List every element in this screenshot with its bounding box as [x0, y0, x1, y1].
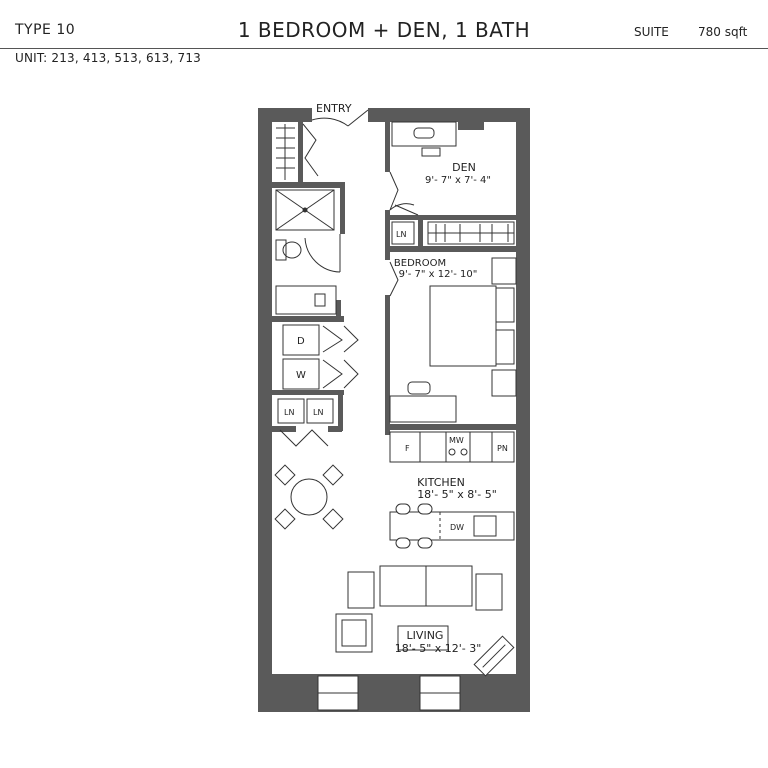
- plan-type: TYPE 10: [15, 22, 76, 38]
- nightstand-top: [491, 257, 517, 285]
- side-table-right: [475, 573, 503, 611]
- bath-south-wall: [272, 316, 344, 322]
- linen-label-1: LN: [284, 408, 294, 417]
- den-south-wall: [390, 215, 516, 220]
- dining-table: [274, 464, 344, 530]
- bedroom-north-wall: [390, 246, 516, 252]
- living-furniture: [335, 565, 515, 677]
- kitchen: [389, 431, 515, 549]
- bedroom-chair: [407, 381, 431, 395]
- exterior-walls: [258, 108, 530, 712]
- bath-east-wall: [340, 182, 345, 234]
- bed: [429, 285, 497, 367]
- shower: [275, 189, 335, 231]
- pillow-1: [495, 287, 515, 323]
- sink: [314, 293, 326, 307]
- linen-east-wall: [338, 395, 343, 431]
- bedroom-desk: [389, 395, 457, 423]
- laundry: [282, 324, 359, 390]
- plan-title: 1 BEDROOM + DEN, 1 BATH: [237, 18, 531, 42]
- interior-walls: [272, 122, 516, 435]
- toilet-tank: [275, 239, 287, 261]
- den-name: DEN: [452, 161, 476, 174]
- den-dims: 9'- 7" x 7'- 4": [425, 175, 491, 186]
- linen-closets: [277, 398, 334, 447]
- range: [445, 431, 471, 463]
- den-west-wall-lower: [385, 210, 390, 260]
- nightstand-bottom: [491, 369, 517, 397]
- tv-console: [473, 635, 515, 677]
- living-name: LIVING: [407, 629, 444, 642]
- fridge-label: F: [405, 444, 410, 453]
- den-chair-back: [421, 147, 441, 157]
- bath-door-swing: [304, 237, 341, 273]
- vanity: [275, 285, 337, 315]
- side-table-left: [347, 571, 375, 609]
- suite-area: 780 sqft: [698, 25, 748, 39]
- bedroom-west-wall: [385, 295, 390, 435]
- den-furniture: [389, 121, 457, 211]
- north-wall-right: [368, 108, 530, 122]
- north-wall-left: [258, 108, 312, 122]
- living-dims: 18'- 5" x 12'- 3": [395, 642, 482, 655]
- bedroom-south-wall: [385, 424, 516, 430]
- bedroom-closet: [391, 221, 515, 245]
- bath-north-wall: [272, 182, 344, 188]
- closet-wall: [298, 122, 303, 182]
- bedroom-furniture: [389, 257, 517, 423]
- bath-door-stop: [336, 300, 341, 320]
- bedroom-name: BEDROOM: [394, 258, 446, 269]
- kitchen-sink: [473, 515, 497, 537]
- entry-door: [311, 109, 369, 127]
- header-bar: TYPE 10 1 BEDROOM + DEN, 1 BATH SUITE 78…: [0, 0, 768, 49]
- hall-wall-b: [328, 426, 342, 432]
- entry-closet: [276, 123, 319, 180]
- toilet-bowl: [282, 241, 302, 259]
- laundry-south-wall: [272, 390, 344, 395]
- linen-label-3: LN: [396, 230, 406, 239]
- bathroom: [275, 189, 341, 315]
- east-wall: [516, 108, 530, 712]
- entry-label: ENTRY: [316, 102, 352, 115]
- suite-label: SUITE: [634, 25, 669, 39]
- washer: [282, 358, 320, 390]
- bedroom-dims: 9'- 7" x 12'- 10": [399, 269, 478, 280]
- dishwasher-label: DW: [450, 523, 464, 532]
- kitchen-dims: 18'- 5" x 8'- 5": [417, 488, 497, 501]
- column: [458, 118, 484, 130]
- dryer: [282, 324, 320, 356]
- unit-list: UNIT: 213, 413, 513, 613, 713: [15, 51, 202, 65]
- den-chair: [413, 127, 435, 139]
- washer-label: W: [296, 370, 306, 381]
- linen-divider: [418, 220, 423, 246]
- south-wall: [258, 674, 530, 712]
- hall-wall-a: [272, 426, 296, 432]
- linen-label-2: LN: [313, 408, 323, 417]
- den-west-wall-upper: [385, 122, 390, 172]
- kitchen-name: KITCHEN: [417, 476, 465, 489]
- dryer-label: D: [297, 336, 305, 347]
- pillow-2: [495, 329, 515, 365]
- microwave-label: MW: [449, 436, 464, 445]
- coffee-table: [397, 625, 449, 651]
- west-wall: [258, 108, 272, 712]
- pantry-label: PN: [497, 444, 508, 453]
